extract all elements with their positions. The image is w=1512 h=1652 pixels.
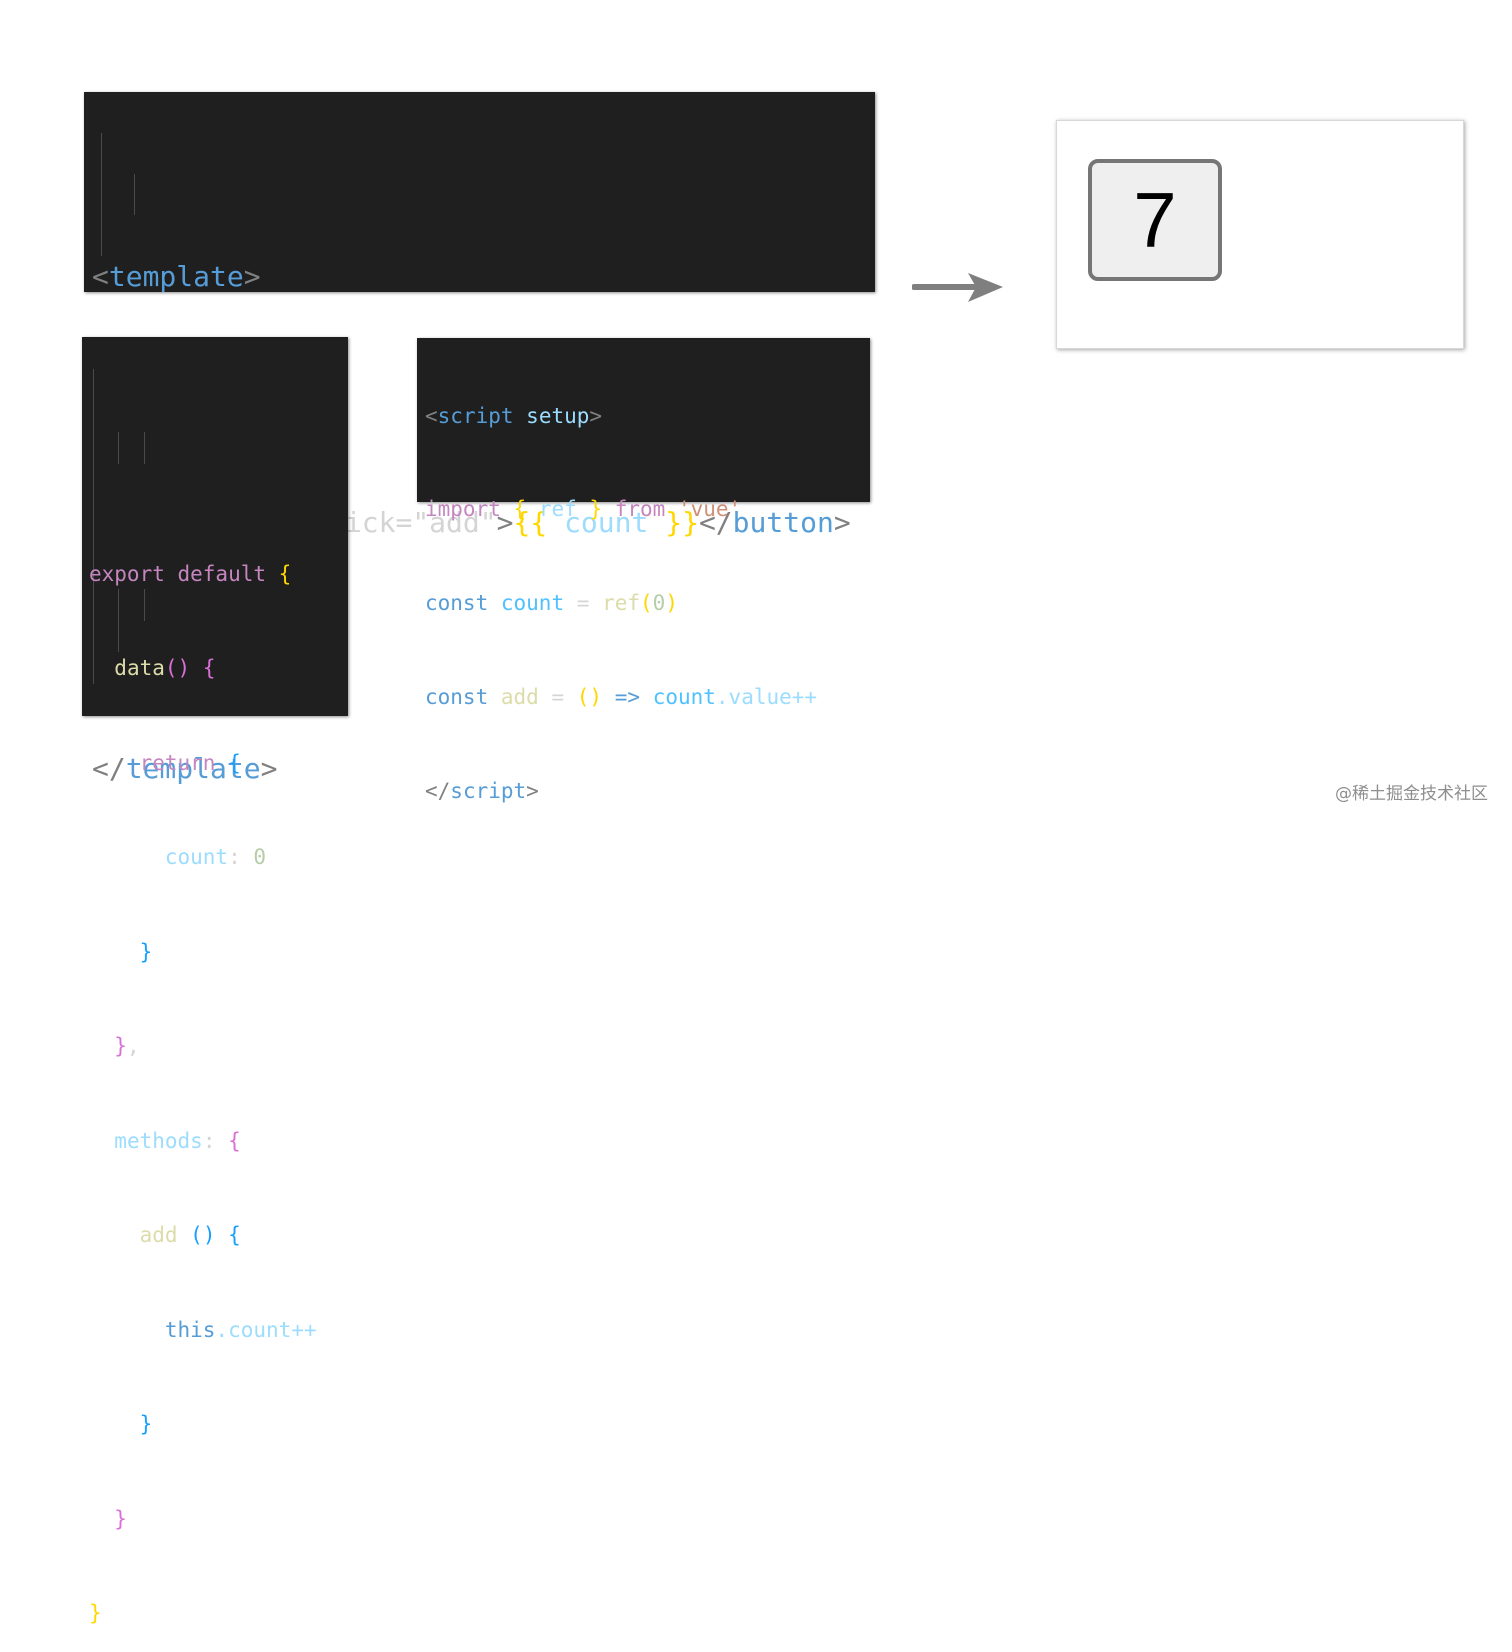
template-line-5: </template> (92, 752, 278, 785)
options-line-12: } (89, 1601, 102, 1625)
options-line-2: data() { (114, 656, 216, 680)
template-code-block: <template> <div> <button @click="add">{{… (84, 92, 875, 785)
options-line-5: } (139, 939, 153, 964)
setup-line-2: import { ref } from 'vue' (425, 497, 742, 522)
options-line-3: return { (139, 750, 241, 775)
options-line-6: }, (114, 1034, 140, 1058)
options-api-code-block: export default { data() { return { count… (82, 337, 348, 1625)
script-setup-code-block: <script setup> import { ref } from 'vue'… (417, 338, 870, 803)
options-line-7: methods: { (114, 1128, 241, 1153)
setup-line-1: <script setup> (425, 403, 603, 428)
options-line-9: this.count++ (164, 1317, 317, 1342)
options-line-4: count: 0 (164, 845, 267, 869)
watermark: @稀土掘金技术社区 (1335, 784, 1488, 804)
options-line-1: export default { (89, 561, 292, 586)
options-line-8: add () { (139, 1223, 241, 1247)
setup-line-3: const count = ref(0) (425, 591, 678, 616)
arrow-right-icon (912, 273, 1003, 302)
preview-pane: 7 (1056, 120, 1464, 349)
setup-line-4: const add = () => count.value++ (425, 685, 818, 710)
template-line-1: <template> (92, 260, 261, 293)
options-line-10: } (139, 1412, 153, 1436)
setup-line-5: </script> (425, 779, 539, 804)
count-button[interactable]: 7 (1088, 159, 1222, 281)
options-line-11: } (114, 1506, 127, 1531)
